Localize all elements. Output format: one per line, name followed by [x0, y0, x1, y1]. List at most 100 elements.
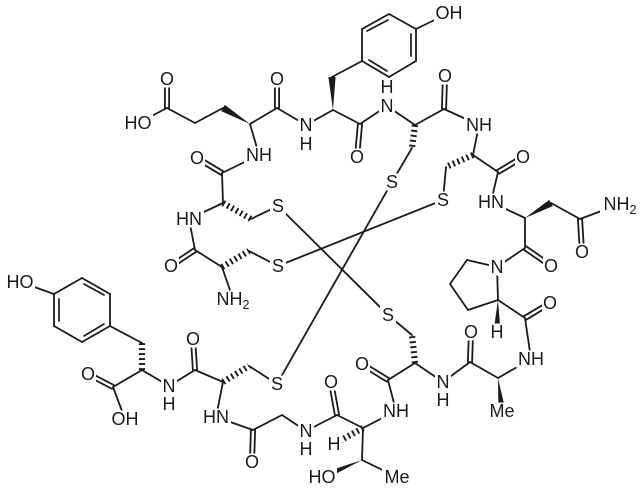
- bond-single: [194, 369, 224, 383]
- bond-aromatic-inner: [83, 323, 105, 337]
- atom-label-o: O: [190, 148, 204, 168]
- atom-label-mask: [123, 114, 153, 132]
- atom-label-mask: [244, 453, 260, 471]
- bond-single: [277, 199, 444, 267]
- atom-label-ho: HO: [309, 467, 336, 487]
- bond-wedge: [221, 104, 250, 124]
- atom-label-nh: NH: [383, 401, 409, 421]
- atom-label-o: O: [464, 322, 478, 342]
- atom-label-mask: [379, 97, 395, 115]
- bond-hash: [220, 248, 251, 270]
- atom-label-mask: [307, 468, 337, 486]
- atom-label-mask: [269, 70, 285, 88]
- atom-label-mask: [163, 257, 179, 275]
- atom-label-hn: HN: [478, 192, 504, 212]
- atom-label-mask: [489, 258, 505, 276]
- atom-label-o: O: [516, 147, 530, 167]
- bond-aromatic-inner: [83, 283, 105, 296]
- atom-label-mask: [379, 78, 395, 96]
- atom-label-mask: [298, 135, 314, 153]
- bond-hash: [408, 124, 419, 149]
- atom-label-n: N: [381, 96, 394, 116]
- atom-label-h: H: [163, 394, 176, 414]
- atom-label-mask: [159, 70, 175, 88]
- atom-label-mask: [110, 410, 140, 428]
- atom-label-n: N: [300, 421, 313, 441]
- atom-label-mask: [174, 210, 204, 228]
- atom-label-mask: [5, 273, 35, 291]
- bond-single: [361, 60, 390, 78]
- atom-label-o: O: [186, 329, 200, 349]
- atom-label-mask: [269, 375, 285, 393]
- bond-single: [550, 202, 581, 220]
- atom-label-mask: [437, 67, 453, 85]
- atom-label-mask: [298, 440, 314, 458]
- atom-label-mask: [384, 173, 400, 191]
- bond-single: [449, 259, 468, 285]
- atom-label-mask: [542, 294, 558, 312]
- atom-label-nh: NH: [518, 349, 544, 369]
- bond-single: [361, 13, 390, 30]
- bond-single: [414, 108, 445, 126]
- bond-hash: [221, 200, 253, 222]
- atom-label-o: O: [544, 256, 558, 276]
- bond-single: [276, 181, 393, 385]
- atom-label-h: H: [381, 77, 394, 97]
- bond-single: [332, 109, 361, 125]
- bond-single: [252, 414, 283, 431]
- atom-label-mask: [435, 373, 451, 391]
- atom-label-mask: [574, 243, 590, 261]
- atom-label-mask: [354, 355, 370, 373]
- atom-label-mask: [161, 377, 177, 395]
- atom-label-mask: [464, 116, 494, 134]
- atom-label-s: S: [272, 256, 284, 276]
- atom-label-nh2: NH2: [217, 289, 250, 312]
- atom-label-h: H: [328, 434, 341, 454]
- bond-hash: [221, 363, 251, 385]
- atom-label-o: O: [160, 69, 174, 89]
- atom-label-mask: [489, 323, 505, 341]
- bond-single: [249, 107, 278, 125]
- atom-label-s: S: [272, 196, 284, 216]
- atom-label-ho: HO: [7, 272, 34, 292]
- atom-label-mask: [161, 395, 177, 413]
- atom-label-s: S: [271, 374, 283, 394]
- atom-label-n: N: [163, 376, 176, 396]
- atom-label-mask: [349, 148, 365, 166]
- atom-label-n: N: [437, 372, 450, 392]
- atom-label-mask: [298, 422, 314, 440]
- atom-label-h: H: [437, 390, 450, 410]
- atom-label-o: O: [355, 354, 369, 374]
- atom-label-o: O: [81, 364, 95, 384]
- atom-label-o: O: [438, 66, 452, 86]
- atom-label-mask: [600, 195, 640, 213]
- atom-label-mask: [201, 408, 231, 426]
- atom-label-oh: OH: [112, 409, 139, 429]
- atom-label-s: S: [382, 305, 394, 325]
- atom-label-mask: [326, 435, 342, 453]
- atom-label-nh: NH: [246, 145, 272, 165]
- bond-aromatic-inner: [368, 59, 388, 72]
- atom-label-mask: [189, 149, 205, 167]
- atom-label-mask: [213, 290, 253, 308]
- bond-aromatic-inner: [366, 19, 389, 32]
- atom-label-n: N: [491, 257, 504, 277]
- bond-single: [472, 154, 499, 173]
- atom-label-mask: [476, 193, 506, 211]
- atom-label-me: Me: [489, 401, 514, 421]
- atom-label-h: H: [491, 322, 504, 342]
- bond-single: [336, 414, 364, 429]
- atom-label-o: O: [270, 69, 284, 89]
- atom-label-nh2: NH2: [604, 194, 637, 217]
- atom-label-o: O: [575, 242, 589, 262]
- bond-single: [53, 277, 83, 295]
- atom-label-mask: [270, 257, 286, 275]
- atom-label-o: O: [324, 372, 338, 392]
- bond-single: [467, 299, 499, 311]
- atom-label-ho: HO: [125, 113, 152, 133]
- atom-label-me: Me: [384, 467, 409, 487]
- atom-label-mask: [380, 306, 396, 324]
- atom-label-s: S: [386, 172, 398, 192]
